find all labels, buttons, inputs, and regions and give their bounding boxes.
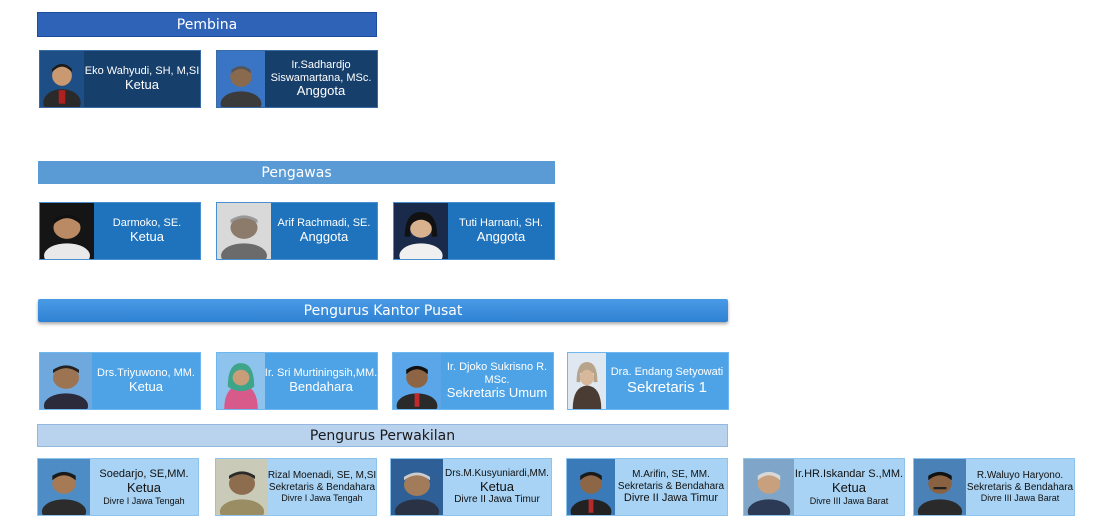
member-role: Sekretaris 1	[626, 378, 708, 396]
member-division: Divre I Jawa Tengah	[281, 493, 363, 504]
member-role: Ketua	[130, 228, 164, 244]
member-role: Ketua	[127, 479, 161, 495]
member-name: Arif Rachmadi, SE.	[277, 217, 371, 230]
member-info: Rizal Moenadi, SE, M,SI Sekretaris & Ben…	[268, 459, 376, 515]
member-photo	[391, 459, 443, 515]
member-info: Drs.M.Kusyuniardi,MM. Ketua Divre II Jaw…	[443, 459, 551, 515]
member-photo	[38, 459, 90, 515]
member-role: Sekretaris & Bendahara	[617, 480, 725, 492]
member-role: Sekretaris & Bendahara	[966, 481, 1074, 493]
member-info: Ir.HR.Iskandar S.,MM. Ketua Divre III Ja…	[794, 459, 904, 515]
member-card: Darmoko, SE. Ketua	[39, 202, 201, 260]
member-photo	[217, 51, 265, 107]
member-card: Arif Rachmadi, SE. Anggota	[216, 202, 378, 260]
member-photo	[217, 353, 265, 409]
member-name: Darmoko, SE.	[112, 217, 182, 230]
member-name: Eko Wahyudi, SH, M,SI	[84, 65, 200, 78]
member-role: Ketua	[129, 378, 163, 394]
member-info: Tuti Harnani, SH. Anggota	[448, 203, 554, 259]
member-name: Tuti Harnani, SH.	[459, 217, 543, 230]
member-card: Tuti Harnani, SH. Anggota	[393, 202, 555, 260]
member-card: Ir. Sri Murtiningsih,MM. Bendahara	[216, 352, 378, 410]
member-card: Dra. Endang Setyowati Sekretaris 1	[567, 352, 729, 410]
member-role: Ketua	[125, 76, 159, 92]
member-role: Sekretaris & Bendahara	[268, 481, 376, 493]
member-info: Dra. Endang Setyowati Sekretaris 1	[606, 353, 728, 409]
member-name: Ir. Djoko Sukrisno R. MSc.	[446, 360, 548, 386]
member-card: Ir.Sadhardjo Siswamartana, MSc. Anggota	[216, 50, 378, 108]
member-division: Divre II Jawa Timur	[454, 494, 540, 506]
member-photo	[217, 203, 271, 259]
member-info: Ir.Sadhardjo Siswamartana, MSc. Anggota	[265, 51, 377, 107]
member-photo	[393, 353, 441, 409]
member-role: Bendahara	[289, 378, 353, 394]
member-card: R.Waluyo Haryono. Sekretaris & Bendahara…	[913, 458, 1075, 516]
member-name: Dra. Endang Setyowati	[610, 366, 724, 379]
member-name: Ir. Sri Murtiningsih,MM.	[265, 367, 377, 380]
member-photo	[40, 203, 94, 259]
member-role: Sekretaris Umum	[446, 385, 548, 401]
member-card: Eko Wahyudi, SH, M,SI Ketua	[39, 50, 201, 108]
member-card: Drs.M.Kusyuniardi,MM. Ketua Divre II Jaw…	[390, 458, 552, 516]
member-name: Ir.HR.Iskandar S.,MM.	[794, 468, 904, 481]
member-card: Ir.HR.Iskandar S.,MM. Ketua Divre III Ja…	[743, 458, 905, 516]
member-role: Anggota	[476, 228, 526, 244]
member-photo	[40, 353, 92, 409]
member-info: Ir. Djoko Sukrisno R. MSc. Sekretaris Um…	[441, 353, 553, 409]
member-photo	[216, 459, 268, 515]
member-name: Rizal Moenadi, SE, M,SI	[268, 470, 376, 482]
member-info: Soedarjo, SE,MM. Ketua Divre I Jawa Teng…	[90, 459, 198, 515]
member-name: R.Waluyo Haryono.	[976, 470, 1064, 482]
member-division: Divre III Jawa Barat	[980, 493, 1060, 504]
member-division: Divre I Jawa Tengah	[103, 495, 185, 506]
member-name: M.Arifin, SE, MM.	[632, 469, 710, 481]
member-role: Anggota	[299, 228, 349, 244]
member-photo	[394, 203, 448, 259]
member-card: M.Arifin, SE, MM. Sekretaris & Bendahara…	[566, 458, 728, 516]
member-photo	[744, 459, 794, 515]
member-role: Ketua	[480, 478, 514, 494]
member-photo	[40, 51, 84, 107]
member-name: Soedarjo, SE,MM.	[99, 468, 189, 481]
section-header-perwakilan: Pengurus Perwakilan	[37, 424, 728, 447]
member-photo	[567, 459, 615, 515]
member-info: Darmoko, SE. Ketua	[94, 203, 200, 259]
member-name: Ir.Sadhardjo Siswamartana, MSc.	[270, 58, 372, 84]
member-card: Soedarjo, SE,MM. Ketua Divre I Jawa Teng…	[37, 458, 199, 516]
member-photo	[914, 459, 966, 515]
member-info: Drs.Triyuwono, MM. Ketua	[92, 353, 200, 409]
member-photo	[568, 353, 606, 409]
member-card: Drs.Triyuwono, MM. Ketua	[39, 352, 201, 410]
member-division: Divre III Jawa Barat	[809, 495, 889, 506]
member-card: Rizal Moenadi, SE, M,SI Sekretaris & Ben…	[215, 458, 377, 516]
member-division: Divre II Jawa Timur	[623, 492, 719, 505]
section-header-pusat: Pengurus Kantor Pusat	[38, 299, 728, 322]
member-info: R.Waluyo Haryono. Sekretaris & Bendahara…	[966, 459, 1074, 515]
section-header-pengawas: Pengawas	[38, 161, 555, 184]
member-role: Ketua	[832, 479, 866, 495]
member-info: Arif Rachmadi, SE. Anggota	[271, 203, 377, 259]
member-info: Eko Wahyudi, SH, M,SI Ketua	[84, 51, 200, 107]
member-role: Anggota	[296, 83, 346, 99]
member-card: Ir. Djoko Sukrisno R. MSc. Sekretaris Um…	[392, 352, 554, 410]
member-name: Drs.Triyuwono, MM.	[97, 367, 195, 380]
member-name: Drs.M.Kusyuniardi,MM.	[445, 468, 549, 480]
section-header-pembina: Pembina	[37, 12, 377, 37]
member-info: Ir. Sri Murtiningsih,MM. Bendahara	[265, 353, 377, 409]
member-info: M.Arifin, SE, MM. Sekretaris & Bendahara…	[615, 459, 727, 515]
